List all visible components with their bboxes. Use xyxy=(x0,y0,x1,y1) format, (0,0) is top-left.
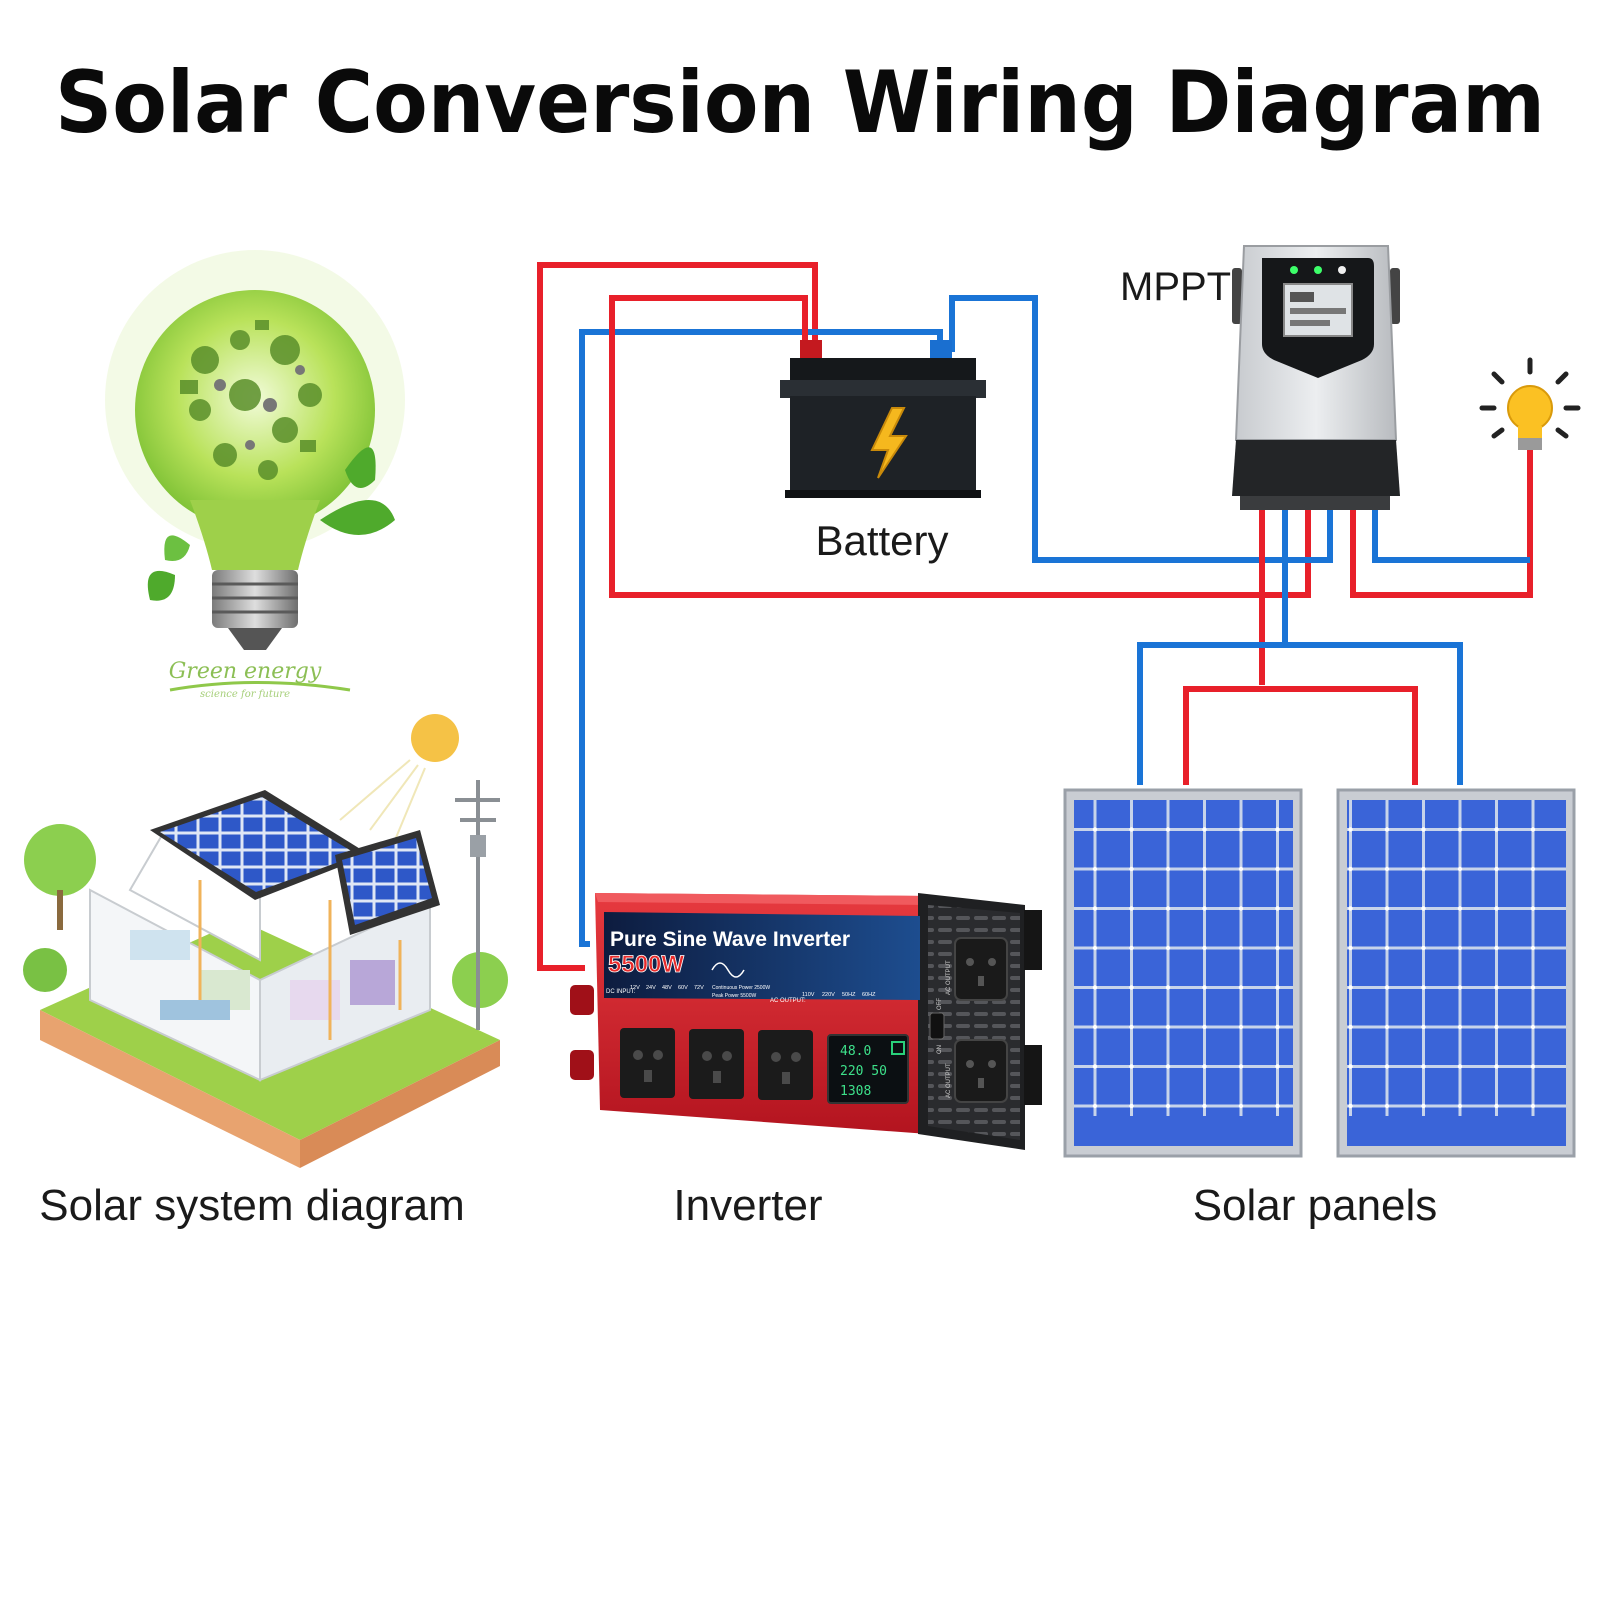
peak-power: Peak Power 5500W xyxy=(712,993,756,999)
green-energy-bulb xyxy=(105,250,405,692)
inverter xyxy=(570,893,1042,1150)
wire-battery-positive-mppt xyxy=(609,295,1311,598)
dc-input-option: 48V xyxy=(662,985,672,991)
ac-socket xyxy=(689,1029,744,1099)
wire-inverter-negative xyxy=(579,329,943,947)
roof-solar-panel xyxy=(342,838,432,925)
battery xyxy=(780,340,986,498)
lcd-line: 48.0 xyxy=(840,1044,871,1059)
solar-panels xyxy=(1063,788,1576,1158)
ac-output-option: 220V xyxy=(822,992,835,998)
ac-output-option: 110V xyxy=(802,992,815,998)
dc-input-option: 72V xyxy=(694,985,704,991)
inverter-lcd xyxy=(827,1034,909,1104)
wire-load-positive xyxy=(1350,445,1533,598)
battery-label: Battery xyxy=(815,517,948,564)
solar-house-illustration xyxy=(23,714,508,1168)
side-ac-socket xyxy=(954,1039,1008,1103)
sine-wave-icon xyxy=(711,962,745,978)
ac-socket xyxy=(758,1030,813,1100)
green-energy-subtext: science for future xyxy=(200,689,290,700)
ac-output-option: 50HZ xyxy=(842,992,856,998)
lcd-line: 220 50 xyxy=(840,1064,887,1079)
side-label: OFF xyxy=(937,998,943,1010)
page-title: Solar Conversion Wiring Diagram xyxy=(55,53,1545,153)
leaf-icon xyxy=(147,447,395,601)
side-ac-socket xyxy=(954,937,1008,1001)
wire-panel-positive-bus xyxy=(1183,686,1418,785)
inverter-power-rating: 5500W xyxy=(608,951,684,978)
wire-load-negative xyxy=(1372,510,1530,563)
ac-socket xyxy=(620,1028,675,1098)
lightning-bolt-icon xyxy=(870,407,908,479)
dc-input-option: 12V xyxy=(630,985,640,991)
mppt-controller xyxy=(1232,245,1400,510)
side-label: AC OUTPUT xyxy=(946,1063,952,1098)
side-label: ON xyxy=(937,1045,943,1054)
wire-battery-negative-mppt xyxy=(949,295,1333,563)
sun-icon xyxy=(411,714,459,762)
wire-inverter-positive xyxy=(537,262,818,971)
solar-panels-label: Solar panels xyxy=(1193,1181,1438,1230)
green-energy-text: Green energy xyxy=(169,659,322,684)
roof-solar-panel xyxy=(160,797,358,892)
dc-input-option: 24V xyxy=(646,985,656,991)
solar-system-label: Solar system diagram xyxy=(39,1181,464,1230)
dc-input-label: DC INPUT: xyxy=(606,989,636,995)
continuous-power: Continuous Power 2500W xyxy=(712,985,770,991)
wires xyxy=(537,262,1533,971)
solar-panel xyxy=(1336,788,1576,1158)
ac-output-option: 60HZ xyxy=(862,992,876,998)
ac-output-label: AC OUTPUT: xyxy=(770,998,806,1004)
wire-panel-negative-bus xyxy=(1137,642,1463,785)
lightbulb-icon xyxy=(1479,357,1581,450)
power-switch[interactable] xyxy=(929,1012,945,1040)
mppt-label: MPPT xyxy=(1120,265,1231,309)
side-label: AC OUTPUT xyxy=(946,960,952,995)
solar-panel xyxy=(1063,788,1303,1158)
dc-input-option: 60V xyxy=(678,985,688,991)
inverter-label: Inverter xyxy=(673,1181,822,1230)
inverter-brand-line: Pure Sine Wave Inverter xyxy=(610,928,850,951)
lcd-line: 1308 xyxy=(840,1084,871,1099)
